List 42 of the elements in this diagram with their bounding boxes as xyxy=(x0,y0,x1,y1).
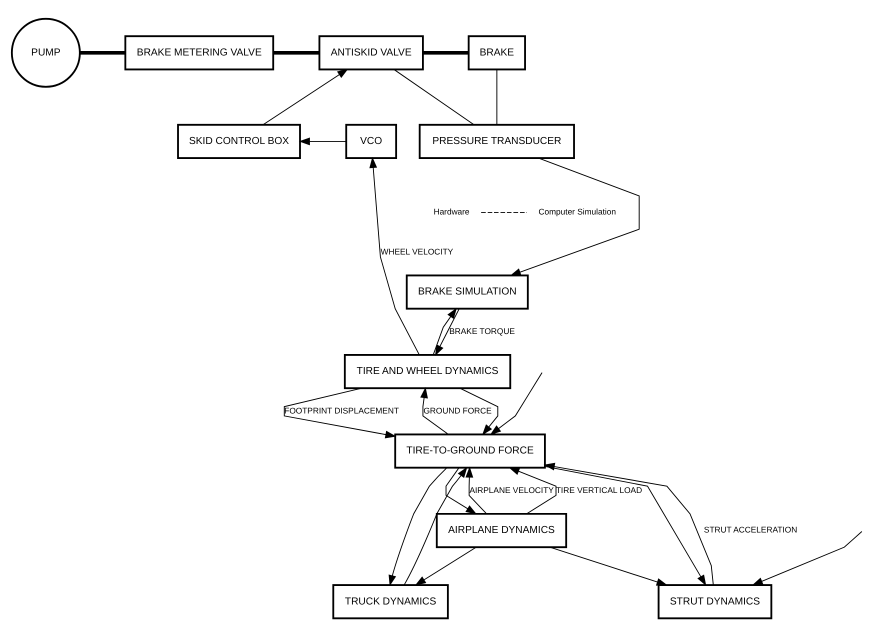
arrow xyxy=(404,466,468,586)
arrow xyxy=(510,158,640,276)
connector xyxy=(423,50,468,55)
arrow xyxy=(549,546,668,586)
node-box: TRUCK DYNAMICS xyxy=(332,584,449,620)
arrow xyxy=(420,386,449,435)
arrow xyxy=(388,467,448,586)
node-box: STRUT DYNAMICS xyxy=(658,584,772,620)
arrow xyxy=(369,156,420,356)
arrow xyxy=(284,388,396,438)
label: Computer Simulation xyxy=(538,206,616,217)
connector xyxy=(393,68,474,126)
node-box: VCO xyxy=(345,124,398,159)
node-box: ANTISKID VALVE xyxy=(318,35,424,70)
node-box: PRESSURE TRANSDUCER xyxy=(418,124,575,159)
connector xyxy=(496,69,498,126)
arrow xyxy=(508,467,556,514)
arrow xyxy=(490,372,543,436)
node-circle: PUMP xyxy=(10,18,81,88)
node-box: BRAKE xyxy=(468,35,526,70)
label: Hardware xyxy=(434,206,470,217)
arrow xyxy=(262,68,348,126)
node-box: TIRE-TO-GROUND FORCE xyxy=(394,433,546,469)
arrow xyxy=(414,546,477,586)
arrow xyxy=(446,467,477,514)
arrow xyxy=(298,138,347,146)
edge-label: BRAKE TORQUE xyxy=(449,326,515,336)
edge-label: WHEEL VELOCITY xyxy=(380,246,454,256)
edge-label: GROUND FORCE xyxy=(423,405,492,416)
edge-label: AIRPLANE VELOCITY xyxy=(469,484,554,495)
node-box: TIRE AND WHEEL DYNAMICS xyxy=(344,354,512,390)
connector xyxy=(80,50,126,55)
connector xyxy=(273,50,320,55)
arrow xyxy=(465,466,487,514)
node-box: BRAKE METERING VALVE xyxy=(124,35,274,70)
node-box: SKID CONTROL BOX xyxy=(177,124,301,159)
node-box: BRAKE SIMULATION xyxy=(406,274,529,310)
node-box: AIRPLANE DYNAMICS xyxy=(436,512,568,548)
arrow xyxy=(460,388,502,436)
edge-label: FOOTPRINT DISPLACEMENT xyxy=(284,405,399,416)
arrow xyxy=(752,531,862,586)
edge-label: STRUT ACCELERATION xyxy=(704,524,798,535)
